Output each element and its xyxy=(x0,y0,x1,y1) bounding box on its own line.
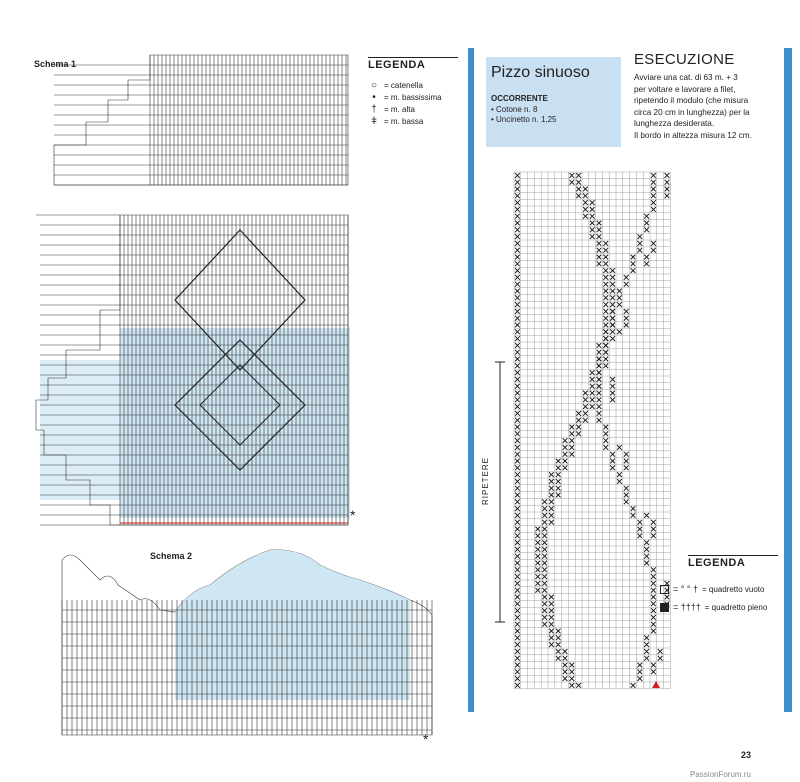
schema2-label: Schema 2 xyxy=(150,551,193,561)
accent-bar-left xyxy=(468,48,474,712)
page-number: 23 xyxy=(741,750,752,760)
legend-item-alta: †= m. alta xyxy=(368,103,458,115)
empty-square-icon xyxy=(660,584,669,594)
legend-right: LEGENDA xyxy=(688,555,778,569)
star-marker: * xyxy=(350,507,356,523)
legend-title-right: LEGENDA xyxy=(688,555,778,569)
ripetere-label: RIPETERE xyxy=(481,456,490,505)
schema1-bottom-chart xyxy=(35,214,350,526)
crochet-charts-left xyxy=(35,54,433,736)
legend-left: LEGENDA ○= catenella •= m. bassissima †=… xyxy=(368,57,458,127)
legend-item-full-square: = †††† = quadretto pieno xyxy=(660,598,767,616)
esecuzione-title: ESECUZIONE xyxy=(634,51,735,68)
legend-right-items: = ° ° † = quadretto vuoto = †††† = quadr… xyxy=(660,580,767,616)
accent-bar-right xyxy=(784,48,792,712)
star-marker-2: * xyxy=(423,731,429,747)
start-marker-icon xyxy=(652,681,660,688)
full-square-icon xyxy=(660,602,669,612)
legend-item-bassissima: •= m. bassissima xyxy=(368,91,458,103)
filet-chart xyxy=(513,171,671,689)
slip-stitch-icon: • xyxy=(372,91,376,103)
title-box: Pizzo sinuoso OCCORRENTE • Cotone n. 8 •… xyxy=(486,57,621,147)
schema1-top-chart xyxy=(53,54,349,186)
treble-stitch-icon: † xyxy=(371,103,377,115)
chain-stitch-icon: ○ xyxy=(370,79,378,91)
legend-item-catenella: ○= catenella xyxy=(368,79,458,91)
esecuzione-text: Avviare una cat. di 63 m. + 3 per voltar… xyxy=(634,73,752,140)
legend-item-bassa: ǂ= m. bassa xyxy=(368,115,458,127)
legend-item-empty-square: = ° ° † = quadretto vuoto xyxy=(660,580,767,598)
occorrente-item: • Cotone n. 8 xyxy=(491,105,538,114)
repeat-bracket xyxy=(495,361,505,623)
single-crochet-icon: ǂ xyxy=(371,115,377,127)
legend-title: LEGENDA xyxy=(368,57,458,71)
schema2-chart xyxy=(61,549,433,736)
page-title: Pizzo sinuoso xyxy=(491,64,590,81)
occorrente-heading: OCCORRENTE xyxy=(491,94,548,103)
schema1-label: Schema 1 xyxy=(34,59,77,69)
watermark: PassionForum.ru xyxy=(690,770,751,779)
occorrente-item: • Uncinetto n. 1,25 xyxy=(491,115,557,124)
